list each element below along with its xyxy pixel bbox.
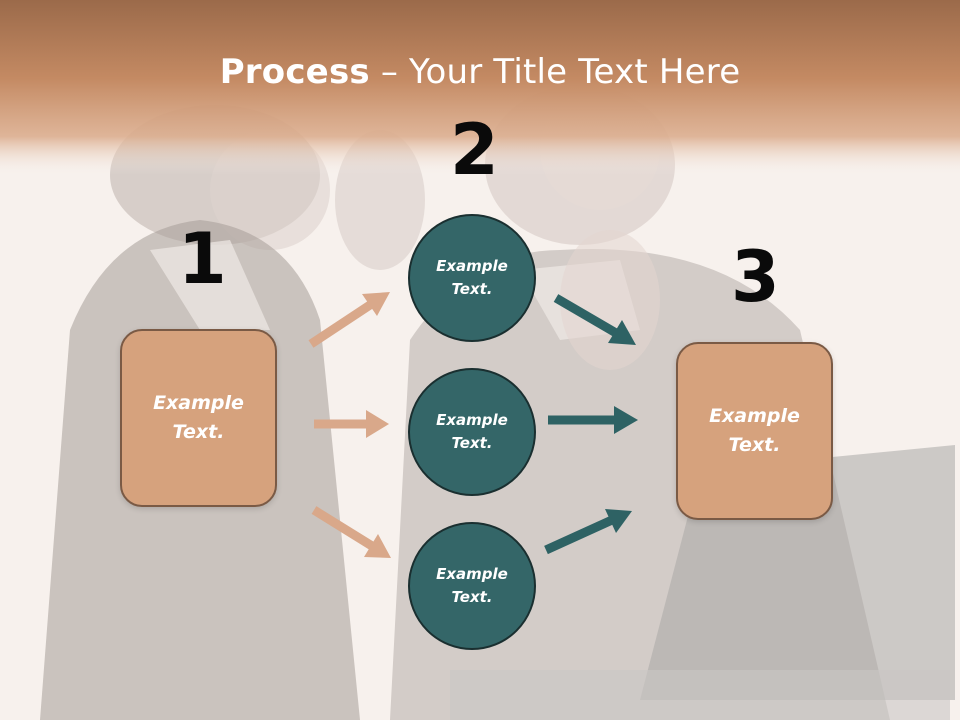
process-circle-2-text: Example Text. (436, 411, 508, 452)
title-bold: Process (219, 52, 370, 92)
title-rest: – Your Title Text Here (369, 52, 741, 92)
step-number-2: 2 (450, 109, 499, 191)
left-step-box-text: Example Text. (153, 392, 244, 443)
process-circle-3-text: Example Text. (436, 565, 508, 606)
process-circle-3: Example Text. (408, 522, 536, 650)
right-step-box-text: Example Text. (709, 405, 800, 456)
arrow-box1-to-circle2 (314, 410, 389, 438)
arrow-box1-to-circle1 (308, 292, 390, 348)
process-circle-2: Example Text. (408, 368, 536, 496)
left-step-box: Example Text. (120, 329, 277, 507)
arrow-circle3-to-box3 (544, 509, 632, 555)
arrow-circle1-to-box3 (553, 294, 636, 345)
arrow-circle2-to-box3 (548, 406, 638, 434)
right-step-box: Example Text. (676, 342, 833, 520)
process-circle-1: Example Text. (408, 214, 536, 342)
step-number-1: 1 (178, 218, 227, 300)
slide-title: Process – Your Title Text Here (0, 52, 960, 92)
arrow-box1-to-circle3 (311, 506, 391, 558)
step-number-3: 3 (731, 236, 780, 318)
process-circle-1-text: Example Text. (436, 257, 508, 298)
